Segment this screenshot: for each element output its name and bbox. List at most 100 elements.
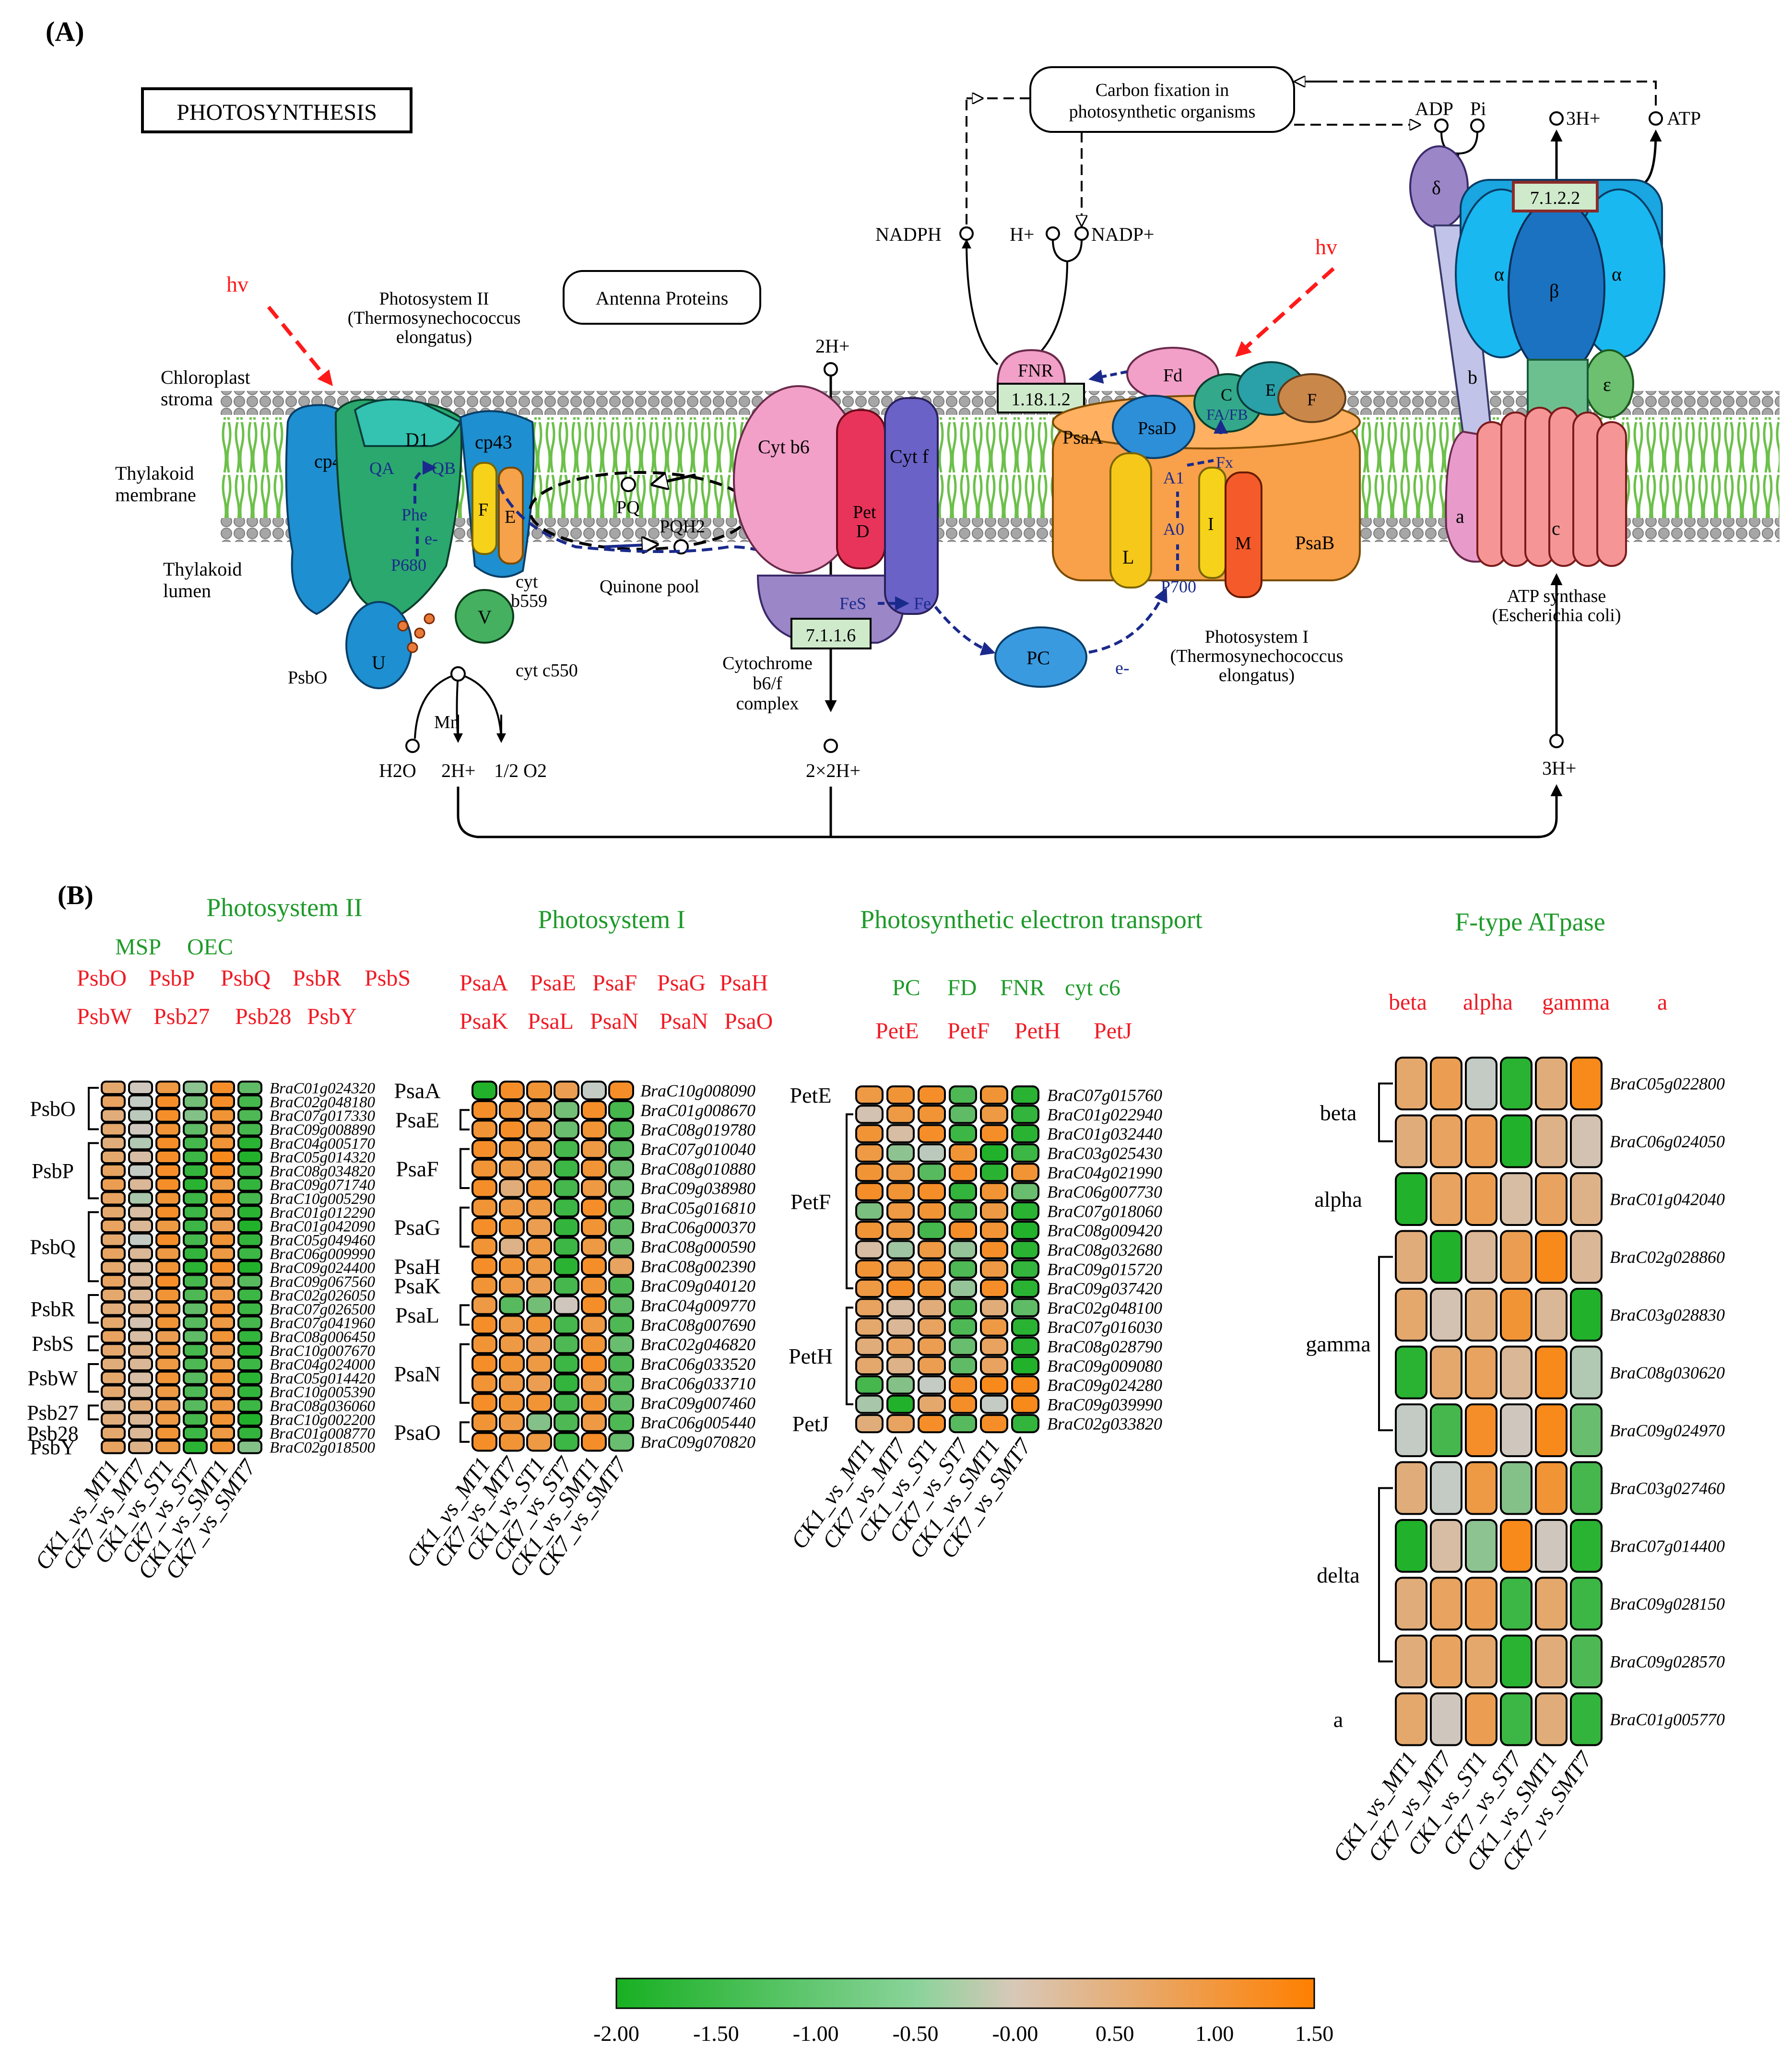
heatmap-cell — [608, 1373, 634, 1393]
gene-label: BraC08g019780 — [640, 1120, 755, 1140]
e-label: E — [505, 507, 516, 527]
fnr-label: FNR — [1018, 361, 1054, 381]
heatmap-cell — [918, 1085, 946, 1105]
pet-d-label: D — [856, 521, 869, 542]
heatmap-cell — [581, 1432, 607, 1452]
heatmap-cell — [608, 1315, 634, 1335]
heatmap-cell — [526, 1081, 552, 1100]
cyt-b559-line2: b559 — [511, 591, 547, 611]
heatmap-cell — [1465, 1172, 1497, 1226]
heatmap-cell — [949, 1375, 977, 1395]
heatmap-cell — [1465, 1057, 1497, 1110]
heatmap-cell — [608, 1393, 634, 1413]
group-label: delta — [1317, 1563, 1359, 1587]
nadph-label: NADPH — [875, 224, 942, 245]
heatmap-cell — [183, 1315, 208, 1330]
psi-title-2: (Thermosynechococcus — [1170, 646, 1344, 666]
group-label: PsaL — [395, 1303, 439, 1328]
gene-label: BraC05g014320 — [270, 1149, 376, 1166]
heatmap-cell — [949, 1163, 977, 1182]
heatmap-cell — [554, 1256, 579, 1276]
pet-d-subunit — [836, 409, 886, 569]
feedback-dashed — [1294, 81, 1657, 120]
a-label: a — [1456, 506, 1464, 527]
nadp-node — [1074, 226, 1089, 241]
pqh2-arrow — [604, 544, 657, 547]
gene-label: BraC08g002390 — [640, 1257, 755, 1276]
heatmap-cell — [581, 1217, 607, 1237]
header-red-label: PsaK — [460, 1009, 508, 1034]
heatmap-cell — [1535, 1345, 1568, 1400]
heatmap-cell — [128, 1412, 153, 1427]
heatmap-cell — [155, 1246, 180, 1261]
heatmap-cell — [1535, 1692, 1568, 1746]
group-bracket — [460, 1109, 470, 1130]
heatmap-cell — [499, 1276, 525, 1295]
heatmap-cell — [237, 1260, 262, 1275]
heatmap-cell — [210, 1219, 235, 1233]
heatmap-cell — [1430, 1635, 1462, 1688]
heatmap-cell — [949, 1182, 977, 1201]
l-label: L — [1122, 546, 1134, 568]
heatmap-cell — [1465, 1230, 1497, 1284]
p700-label: P700 — [1161, 577, 1196, 596]
heatmap-cell — [237, 1384, 262, 1399]
gene-label: BraC05g014420 — [270, 1370, 376, 1387]
heatmap-cell — [1011, 1375, 1039, 1395]
heatmap-cell — [472, 1236, 497, 1257]
heatmap-cell — [886, 1163, 915, 1182]
heatmap-cell — [101, 1274, 126, 1289]
heatmap-cell — [155, 1384, 180, 1399]
heatmap-cell — [886, 1221, 915, 1240]
heatmap-cell — [608, 1412, 634, 1432]
group-label: PsbR — [31, 1297, 76, 1321]
header-green-label: FD — [947, 975, 977, 1001]
heatmap-cell — [1570, 1172, 1603, 1226]
gene-label: BraC07g017330 — [270, 1107, 376, 1125]
gene-label: BraC07g016030 — [1047, 1318, 1162, 1337]
heatmap-cell — [1535, 1403, 1568, 1457]
colorbar-gradient — [615, 1978, 1315, 2009]
cyt-f-label: Cyt f — [890, 446, 929, 467]
header-green-label: OEC — [187, 934, 233, 960]
group-label: PsaN — [394, 1362, 440, 1386]
group-label: Psb27 — [27, 1401, 79, 1425]
cyt-c550-label: cyt c550 — [516, 660, 578, 681]
photosystem-ii: Photosystem II (Thermosynechococcus elon… — [285, 289, 578, 781]
header-red-label: PsbW — [77, 1004, 132, 1029]
heatmap-cell — [499, 1236, 525, 1257]
heatmap-cell — [949, 1317, 977, 1337]
atp-synthase: ADP Pi 3H+ ATP δ b α α β 7.1.2.2 ε — [1294, 82, 1701, 779]
heatmap-cell — [155, 1439, 180, 1454]
quinone-pool-label: Quinone pool — [600, 577, 699, 597]
heatmap-cell — [1570, 1519, 1603, 1573]
heatmap-cell — [472, 1315, 497, 1335]
ec-7116-label: 7.1.1.6 — [806, 625, 856, 646]
gene-label: BraC08g034820 — [270, 1163, 376, 1180]
heatmap-cell — [886, 1201, 915, 1221]
heatmap-cell — [210, 1246, 235, 1261]
heatmap-cell — [1570, 1461, 1603, 1515]
heatmap-cell — [128, 1260, 153, 1275]
carbon-fixation-line1: Carbon fixation in — [1096, 80, 1229, 100]
adp-label: ADP — [1415, 98, 1453, 119]
cyt-h-out-label: 2×2H+ — [806, 760, 861, 781]
colorbar-tick-label: -1.50 — [693, 2021, 739, 2046]
heatmap-cell — [1011, 1201, 1039, 1221]
heatmap-cell — [472, 1198, 497, 1218]
heatmap-cell — [183, 1122, 208, 1137]
nadph-area: NADPH H+ NADP+ — [875, 98, 1154, 365]
heatmap-cell — [210, 1081, 235, 1095]
heatmap-cell — [949, 1414, 977, 1434]
heatmap-cell — [210, 1232, 235, 1247]
heatmap-cell — [554, 1412, 579, 1432]
heatmap-cell — [980, 1336, 1008, 1356]
title-box — [141, 87, 413, 133]
heatmap-cell — [1011, 1221, 1039, 1240]
heatmap-cell — [1535, 1057, 1568, 1110]
f-protein — [1277, 373, 1346, 423]
gene-label: BraC09g024970 — [1610, 1421, 1725, 1440]
group-bracket — [460, 1206, 470, 1248]
heatmap-cell — [886, 1259, 915, 1279]
